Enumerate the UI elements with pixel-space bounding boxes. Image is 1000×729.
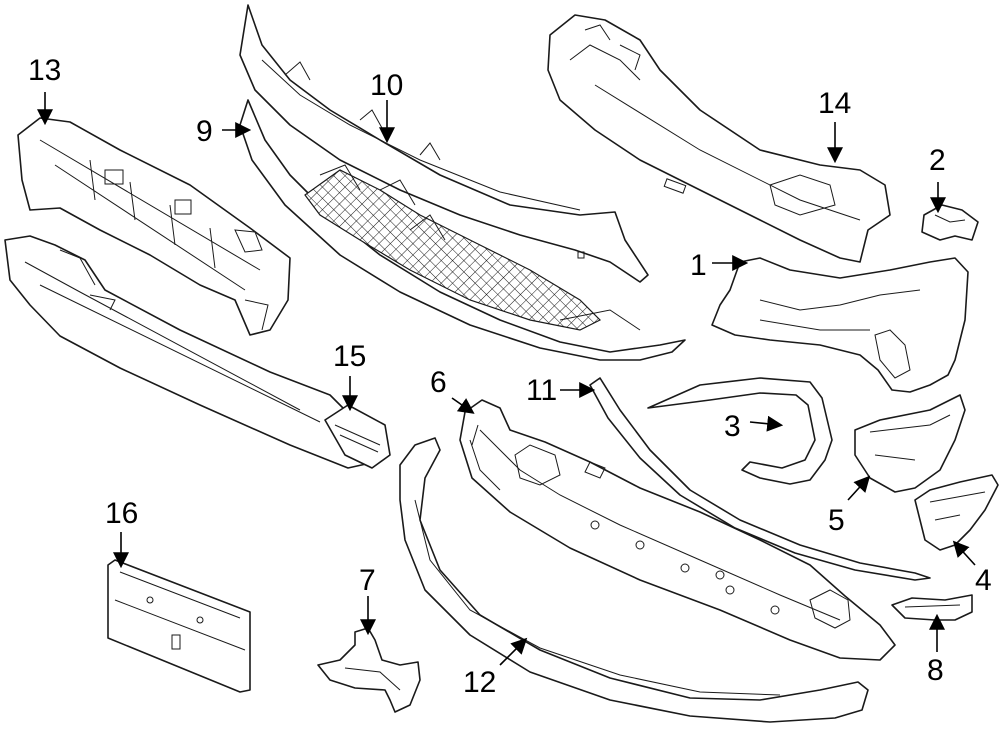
part-11-trim-strip[interactable] (589, 377, 931, 581)
part-3-fog-lamp-trim[interactable] (647, 377, 833, 485)
callout-4[interactable]: 4 (975, 564, 992, 597)
callout-16[interactable]: 16 (105, 497, 138, 530)
callout-14[interactable]: 14 (818, 87, 851, 120)
part-8-small-bracket[interactable] (891, 594, 973, 621)
leader-lines (37, 92, 976, 666)
callout-13[interactable]: 13 (28, 54, 61, 87)
part-5-lower-bracket[interactable] (854, 394, 966, 493)
callout-12[interactable]: 12 (463, 666, 496, 699)
part-9-grille-frame[interactable] (239, 99, 686, 361)
part-9-upper-cover[interactable] (239, 4, 649, 283)
callout-11[interactable]: 11 (526, 374, 557, 407)
part-16-plate-bracket[interactable] (107, 559, 251, 693)
leader-12 (499, 637, 528, 666)
callout-10[interactable]: 10 (370, 69, 403, 102)
callout-2[interactable]: 2 (929, 144, 946, 177)
callout-labels: 13 10 9 14 2 1 15 6 11 3 5 4 16 7 12 8 (28, 54, 992, 699)
callout-8[interactable]: 8 (927, 654, 944, 687)
part-2-clip[interactable] (921, 204, 979, 241)
part-14-reinforcement-beam[interactable] (547, 14, 891, 263)
part-1-bumper-cover[interactable] (711, 257, 969, 393)
callout-5[interactable]: 5 (828, 504, 845, 537)
leader-5 (847, 475, 871, 501)
callout-7[interactable]: 7 (359, 564, 376, 597)
callout-3[interactable]: 3 (724, 410, 741, 443)
leader-6 (451, 397, 475, 414)
callout-9[interactable]: 9 (196, 115, 213, 148)
callout-6[interactable]: 6 (430, 366, 447, 399)
part-6-lower-deflector[interactable] (459, 399, 896, 661)
leader-3 (749, 415, 784, 432)
part-13-carrier[interactable] (17, 117, 291, 336)
part-4-side-bracket[interactable] (914, 474, 999, 551)
leader-4 (952, 540, 976, 566)
callout-15[interactable]: 15 (333, 340, 366, 373)
part-7-mounting-bracket[interactable] (317, 627, 421, 713)
callout-1[interactable]: 1 (690, 249, 707, 282)
